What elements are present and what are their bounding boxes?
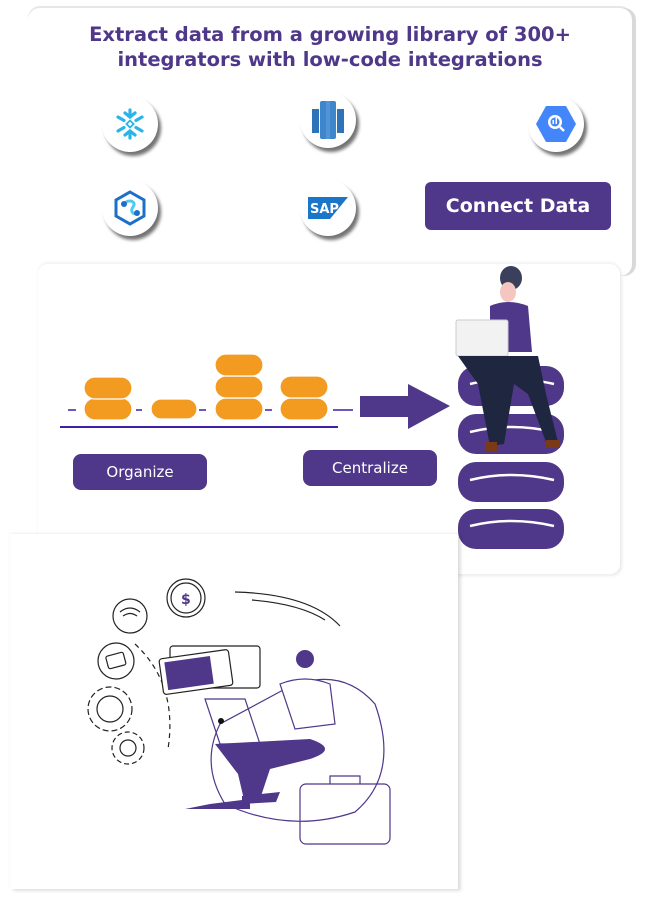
mail-icon (97, 642, 135, 680)
laptop-icon (204, 698, 261, 745)
connect-data-button[interactable]: Connect Data (425, 182, 611, 230)
title-line-1: Extract data from a growing library of 3… (89, 23, 571, 46)
process-illustration (60, 266, 564, 549)
remote-work-illustration: $ (87, 578, 391, 845)
integrations-panel: Extract data from a growing library of 3… (28, 8, 632, 276)
svg-text:SAP: SAP (310, 202, 339, 217)
dollar-icon (166, 578, 206, 618)
bigquery-logo[interactable] (528, 96, 584, 152)
synapse-icon (114, 190, 146, 226)
sap-icon: SAP (308, 197, 348, 219)
redshift-logo[interactable] (300, 92, 356, 148)
dollar-symbol: $ (181, 592, 191, 608)
wifi-icon (112, 598, 148, 634)
bigquery-icon (536, 106, 576, 142)
arrow-right-icon (360, 384, 450, 429)
synapse-logo[interactable] (102, 180, 158, 236)
briefcase-icon (299, 775, 391, 845)
snowflake-icon (116, 108, 144, 140)
sap-logo[interactable]: SAP (300, 180, 356, 236)
integrations-title: Extract data from a growing library of 3… (28, 22, 632, 72)
coin-stacks (83, 353, 329, 421)
snowflake-logo[interactable] (102, 96, 158, 152)
illustration-panel: $ (10, 534, 458, 889)
centralize-button[interactable]: Centralize (303, 450, 437, 486)
person-with-laptop (455, 266, 560, 452)
title-line-2: integrators with low-code integrations (117, 48, 543, 71)
organize-button[interactable]: Organize (73, 454, 207, 490)
seated-person (185, 650, 336, 809)
process-panel: Organize Centralize (38, 264, 620, 574)
redshift-icon (312, 101, 344, 139)
gear-icon (87, 686, 145, 765)
